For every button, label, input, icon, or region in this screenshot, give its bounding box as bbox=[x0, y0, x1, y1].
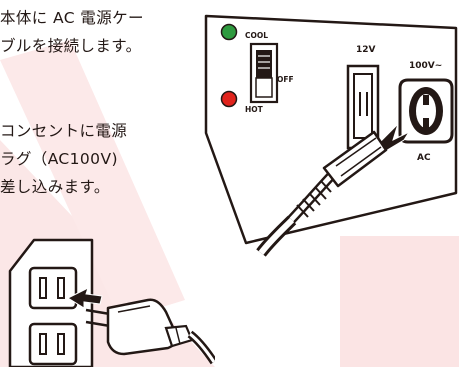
rocker-switch bbox=[249, 42, 279, 104]
ac-inlet bbox=[398, 78, 454, 144]
ac-label: AC bbox=[417, 153, 431, 163]
instruction-step-1-line-2: ブルを接続します。 bbox=[0, 37, 142, 55]
hot-label: HOT bbox=[245, 105, 264, 114]
instruction-step-2-line-2: ラグ（AC100V) bbox=[0, 150, 118, 168]
ac-voltage-label: 100V~ bbox=[409, 61, 442, 71]
dc-port bbox=[346, 64, 380, 150]
instruction-step-2-line-1: コンセントに電源 bbox=[0, 122, 128, 140]
watermark-stripe-shape bbox=[0, 40, 185, 320]
power-plug bbox=[85, 298, 215, 365]
instruction-step-2-line-3: 差し込みます。 bbox=[0, 178, 110, 196]
instruction-step-1-line-1: 本体に AC 電源ケー bbox=[0, 9, 144, 27]
watermark-block-shape bbox=[340, 236, 459, 367]
cool-lamp-icon bbox=[220, 23, 238, 41]
wall-outlet-illustration bbox=[8, 238, 215, 367]
wall-outlet bbox=[8, 238, 94, 367]
instruction-step-1: 本体に AC 電源ケー ブルを接続します。 bbox=[0, 4, 144, 60]
outlet-arrow-icon bbox=[66, 287, 103, 309]
device-panel-illustration: COOL HOT OFF 12V D 100V~ AC bbox=[204, 14, 458, 257]
hot-lamp-icon bbox=[220, 90, 238, 108]
off-label: OFF bbox=[277, 75, 294, 84]
instruction-step-2: コンセントに電源 ラグ（AC100V) 差し込みます。 bbox=[0, 117, 127, 201]
ac-cable-plug bbox=[256, 130, 388, 257]
cool-label: COOL bbox=[245, 31, 268, 40]
dc-voltage-label: 12V bbox=[356, 45, 376, 55]
